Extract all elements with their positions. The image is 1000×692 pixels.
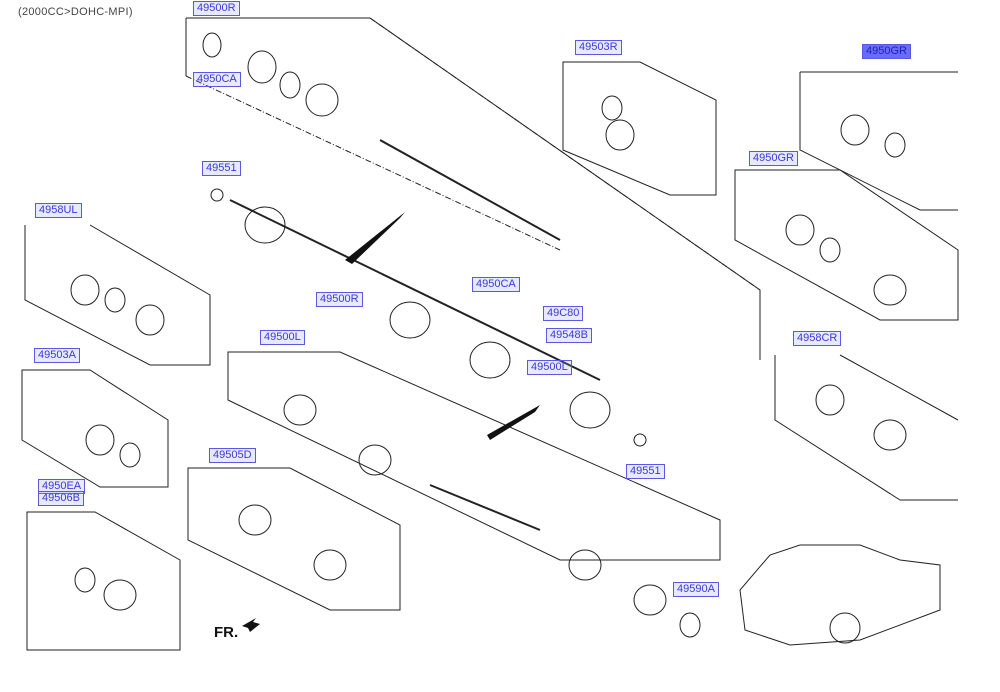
hotspot-4950EA[interactable]: 4950EA (38, 479, 86, 494)
hotspot-49500R[interactable]: 49500R (193, 1, 240, 16)
hotspot-49503A[interactable]: 49503A (34, 348, 80, 363)
hotspot-4958UL[interactable]: 4958UL (35, 203, 82, 218)
hotspot-49548B[interactable]: 49548B (546, 328, 592, 343)
front-direction-label: FR. (214, 624, 239, 641)
diagram-caption: (2000CC>DOHC-MPI) (18, 6, 133, 18)
hotspot-49500L-center[interactable]: 49500L (527, 360, 572, 375)
hotspot-49551[interactable]: 49551 (202, 161, 241, 176)
hotspot-49551-lower[interactable]: 49551 (626, 464, 665, 479)
hotspot-49590A[interactable]: 49590A (673, 582, 719, 597)
group-outline (185, 17, 761, 360)
vehicle-outline (739, 544, 941, 646)
hotspot-4950CA-center[interactable]: 4950CA (472, 277, 520, 292)
drive-shaft (229, 199, 601, 381)
hotspot-4950GR-selected[interactable]: 4950GR (862, 44, 911, 59)
hotspot-49500L[interactable]: 49500L (260, 330, 305, 345)
hotspot-49503R[interactable]: 49503R (575, 40, 622, 55)
hotspot-49506B[interactable]: 49506B (38, 491, 84, 506)
hotspot-49505D[interactable]: 49505D (209, 448, 256, 463)
hotspot-4958CR[interactable]: 4958CR (793, 331, 842, 346)
hotspot-49500R-center[interactable]: 49500R (316, 292, 363, 307)
hotspot-4950GR[interactable]: 4950GR (749, 151, 798, 166)
hotspot-49C80[interactable]: 49C80 (543, 306, 584, 321)
front-arrow-icon (242, 618, 260, 632)
hotspot-4950CA[interactable]: 4950CA (193, 72, 241, 87)
